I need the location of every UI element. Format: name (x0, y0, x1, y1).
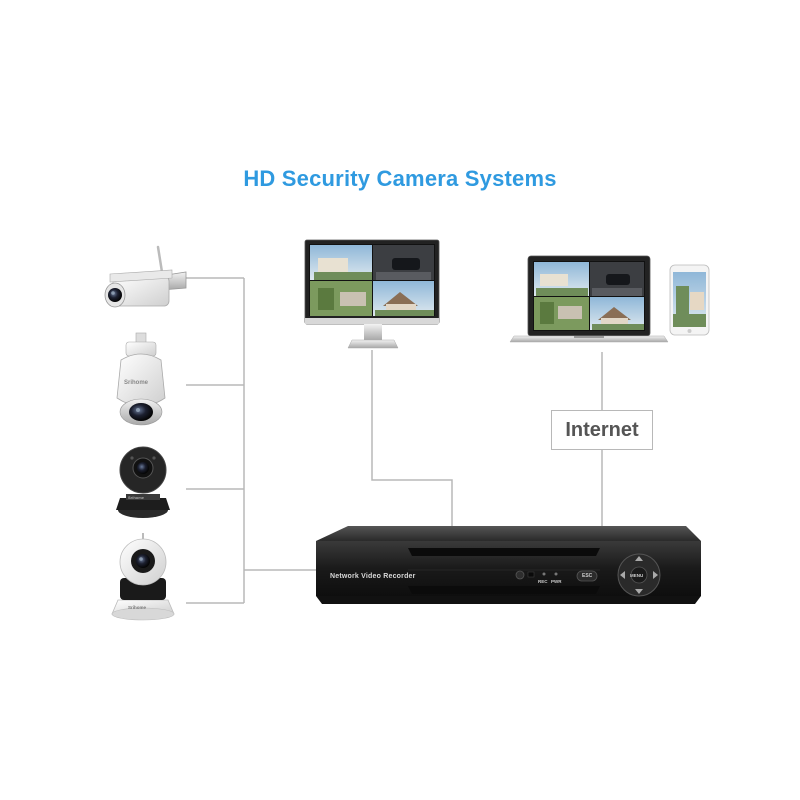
nvr-label: Network Video Recorder (330, 573, 416, 580)
white-pan-tilt-camera-icon: Srihome (111, 533, 175, 621)
svg-text:Srihome: Srihome (128, 495, 145, 500)
bullet-camera-icon (104, 245, 187, 308)
nvr-esc-button[interactable]: ESC (582, 573, 593, 579)
nvr-vent-grille (408, 548, 600, 594)
ir-window-icon (527, 571, 535, 578)
arrow-right-icon (653, 571, 658, 579)
ptz-dome-camera-icon: Srihome (116, 332, 166, 426)
esc-button-shape (576, 570, 598, 582)
nvr-rec-label: REC (538, 579, 548, 584)
pwr-led-icon (554, 572, 558, 576)
laptop-camera-feeds (534, 262, 644, 330)
desktop-monitor-icon (304, 239, 440, 349)
nvr-pwr-label: PWR (551, 579, 562, 584)
arrow-left-icon (620, 571, 625, 579)
connector-lines (186, 277, 603, 604)
internet-label: Internet (565, 418, 639, 441)
laptop-icon (509, 255, 669, 343)
page-title: HD Security Camera Systems (243, 166, 557, 191)
black-pan-tilt-camera-icon: Srihome (116, 446, 170, 518)
monitor-camera-feeds (310, 245, 434, 316)
arrow-down-icon (635, 589, 643, 594)
internet-box: Internet (551, 410, 653, 450)
monitor-to-nvr-line (371, 350, 453, 528)
svg-text:Srihome: Srihome (128, 605, 147, 610)
nvr-device-icon (316, 526, 701, 604)
rec-led-icon (542, 572, 546, 576)
smartphone-icon (669, 264, 710, 336)
nvr-menu-button[interactable]: MENU (630, 573, 644, 578)
svg-text:Srihome: Srihome (124, 380, 149, 386)
arrow-up-icon (635, 556, 643, 561)
usb-port-icon (515, 570, 525, 580)
